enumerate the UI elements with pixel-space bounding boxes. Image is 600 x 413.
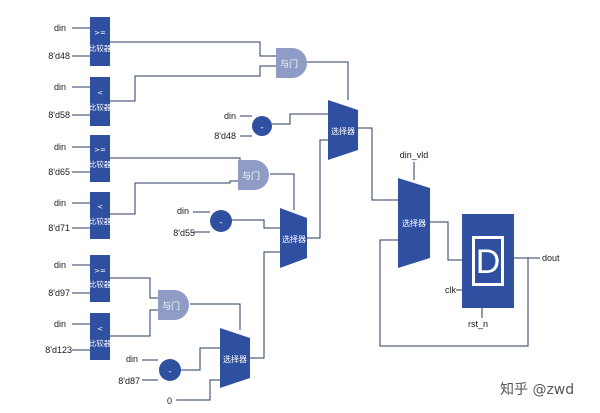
mux-label: 选择器	[331, 126, 355, 136]
watermark: 知乎 @zwd	[500, 381, 574, 398]
comparator-name: 比较器	[89, 279, 112, 289]
dout-label: dout	[542, 253, 560, 263]
mux-2: 选择器	[280, 208, 307, 268]
comparator-name: 比较器	[89, 159, 112, 169]
comparator-2: < 比较器 din 8'd58	[48, 77, 112, 126]
subtractor-input-a: din	[177, 206, 189, 216]
subtractor-input-b: 8'd87	[118, 376, 140, 386]
subtractor-input-a: din	[126, 354, 138, 364]
comparator-1: >= 比较器 din 8'd48	[48, 17, 112, 66]
mux-label: 选择器	[282, 234, 306, 244]
comparator-input-b: 8'd71	[48, 223, 70, 233]
mux-4: 选择器	[398, 178, 430, 268]
comparator-op: <	[97, 325, 103, 333]
mux-1: 选择器	[328, 100, 358, 160]
comparator-input-b: 8'd48	[48, 51, 70, 61]
subtractor-op: -	[219, 218, 222, 228]
wires	[72, 27, 540, 401]
and-gate-1: 与门	[276, 48, 307, 78]
mux-label: 选择器	[223, 354, 247, 364]
subtractor-input-b: 8'd55	[173, 228, 195, 238]
register-clk-label: clk	[445, 285, 456, 295]
comparator-name: 比较器	[89, 43, 112, 53]
comparator-input-a: din	[54, 82, 66, 92]
mux-label: 选择器	[402, 218, 426, 228]
comparator-6: < 比较器 din 8'd123	[45, 313, 112, 360]
comparator-input-b: 8'd58	[48, 110, 70, 120]
comparator-op: >=	[94, 29, 106, 37]
register-rst-label: rst_n	[468, 319, 488, 329]
comparator-4: < 比较器 din 8'd71	[48, 192, 112, 239]
subtractor-1: - din 8'd48	[214, 111, 272, 141]
subtractor-op: -	[260, 123, 263, 133]
comparator-3: >= 比较器 din 8'd65	[48, 135, 112, 182]
comparator-5: >= 比较器 din 8'd97	[48, 255, 112, 302]
comparator-input-a: din	[54, 319, 66, 329]
comparator-op: <	[97, 203, 103, 211]
comparator-name: 比较器	[89, 338, 112, 348]
subtractor-op: -	[168, 367, 171, 377]
comparator-input-b: 8'd65	[48, 167, 70, 177]
comparator-name: 比较器	[89, 216, 112, 226]
comparator-input-a: din	[54, 142, 66, 152]
din-vld-label: din_vld	[400, 150, 429, 160]
subtractor-input-a: din	[224, 111, 236, 121]
comparator-op: >=	[94, 146, 106, 154]
and-gate-label: 与门	[162, 300, 180, 312]
comparator-op: >=	[94, 267, 106, 275]
comparator-input-a: din	[54, 198, 66, 208]
mux-3: 选择器	[220, 328, 250, 388]
subtractor-2: - din 8'd55	[173, 206, 232, 238]
and-gate-2: 与门	[238, 160, 269, 190]
register-d-label: D	[476, 243, 501, 281]
comparator-name: 比较器	[89, 102, 112, 112]
comparator-input-a: din	[54, 23, 66, 33]
subtractor-3: - din 8'd87	[118, 354, 181, 386]
comparator-op: <	[97, 89, 103, 97]
comparator-input-a: din	[54, 260, 66, 270]
subtractor-input-b: 8'd48	[214, 131, 236, 141]
and-gate-label: 与门	[242, 170, 260, 182]
and-gate-label: 与门	[280, 58, 298, 70]
zero-input-label: 0	[167, 396, 172, 406]
d-register: D clk rst_n	[445, 214, 514, 329]
and-gate-3: 与门	[158, 290, 189, 320]
comparator-input-b: 8'd97	[48, 288, 70, 298]
comparator-input-b: 8'd123	[45, 345, 72, 355]
